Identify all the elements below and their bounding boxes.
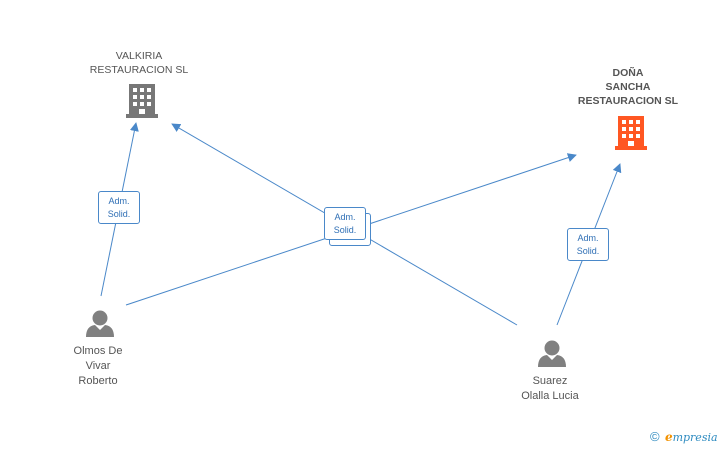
olmos-label[interactable]: Olmos De Vivar Roberto bbox=[73, 345, 123, 387]
dona-sancha-label[interactable]: DOÑA SANCHA RESTAURACION SL bbox=[577, 67, 679, 107]
brand-initial: e bbox=[664, 430, 673, 444]
relation-box-olmos-valkiria[interactable]: Adm. Solid. bbox=[98, 191, 140, 224]
suarez-label[interactable]: Suarez Olalla Lucia bbox=[521, 375, 579, 402]
relation-box-center[interactable]: Adm. Solid. bbox=[324, 207, 366, 240]
suarez-person-icon bbox=[538, 340, 566, 367]
copyright-symbol: © bbox=[650, 429, 660, 444]
valkiria-building-icon bbox=[126, 84, 158, 118]
olmos-person-icon bbox=[86, 310, 114, 337]
empresia-watermark: © empresia bbox=[650, 429, 718, 444]
relation-box-suarez-dona[interactable]: Adm. Solid. bbox=[567, 228, 609, 261]
dona-sancha-building-icon bbox=[615, 116, 647, 150]
brand-name: mpresia bbox=[672, 431, 718, 444]
valkiria-label[interactable]: VALKIRIA RESTAURACION SL bbox=[89, 50, 189, 76]
